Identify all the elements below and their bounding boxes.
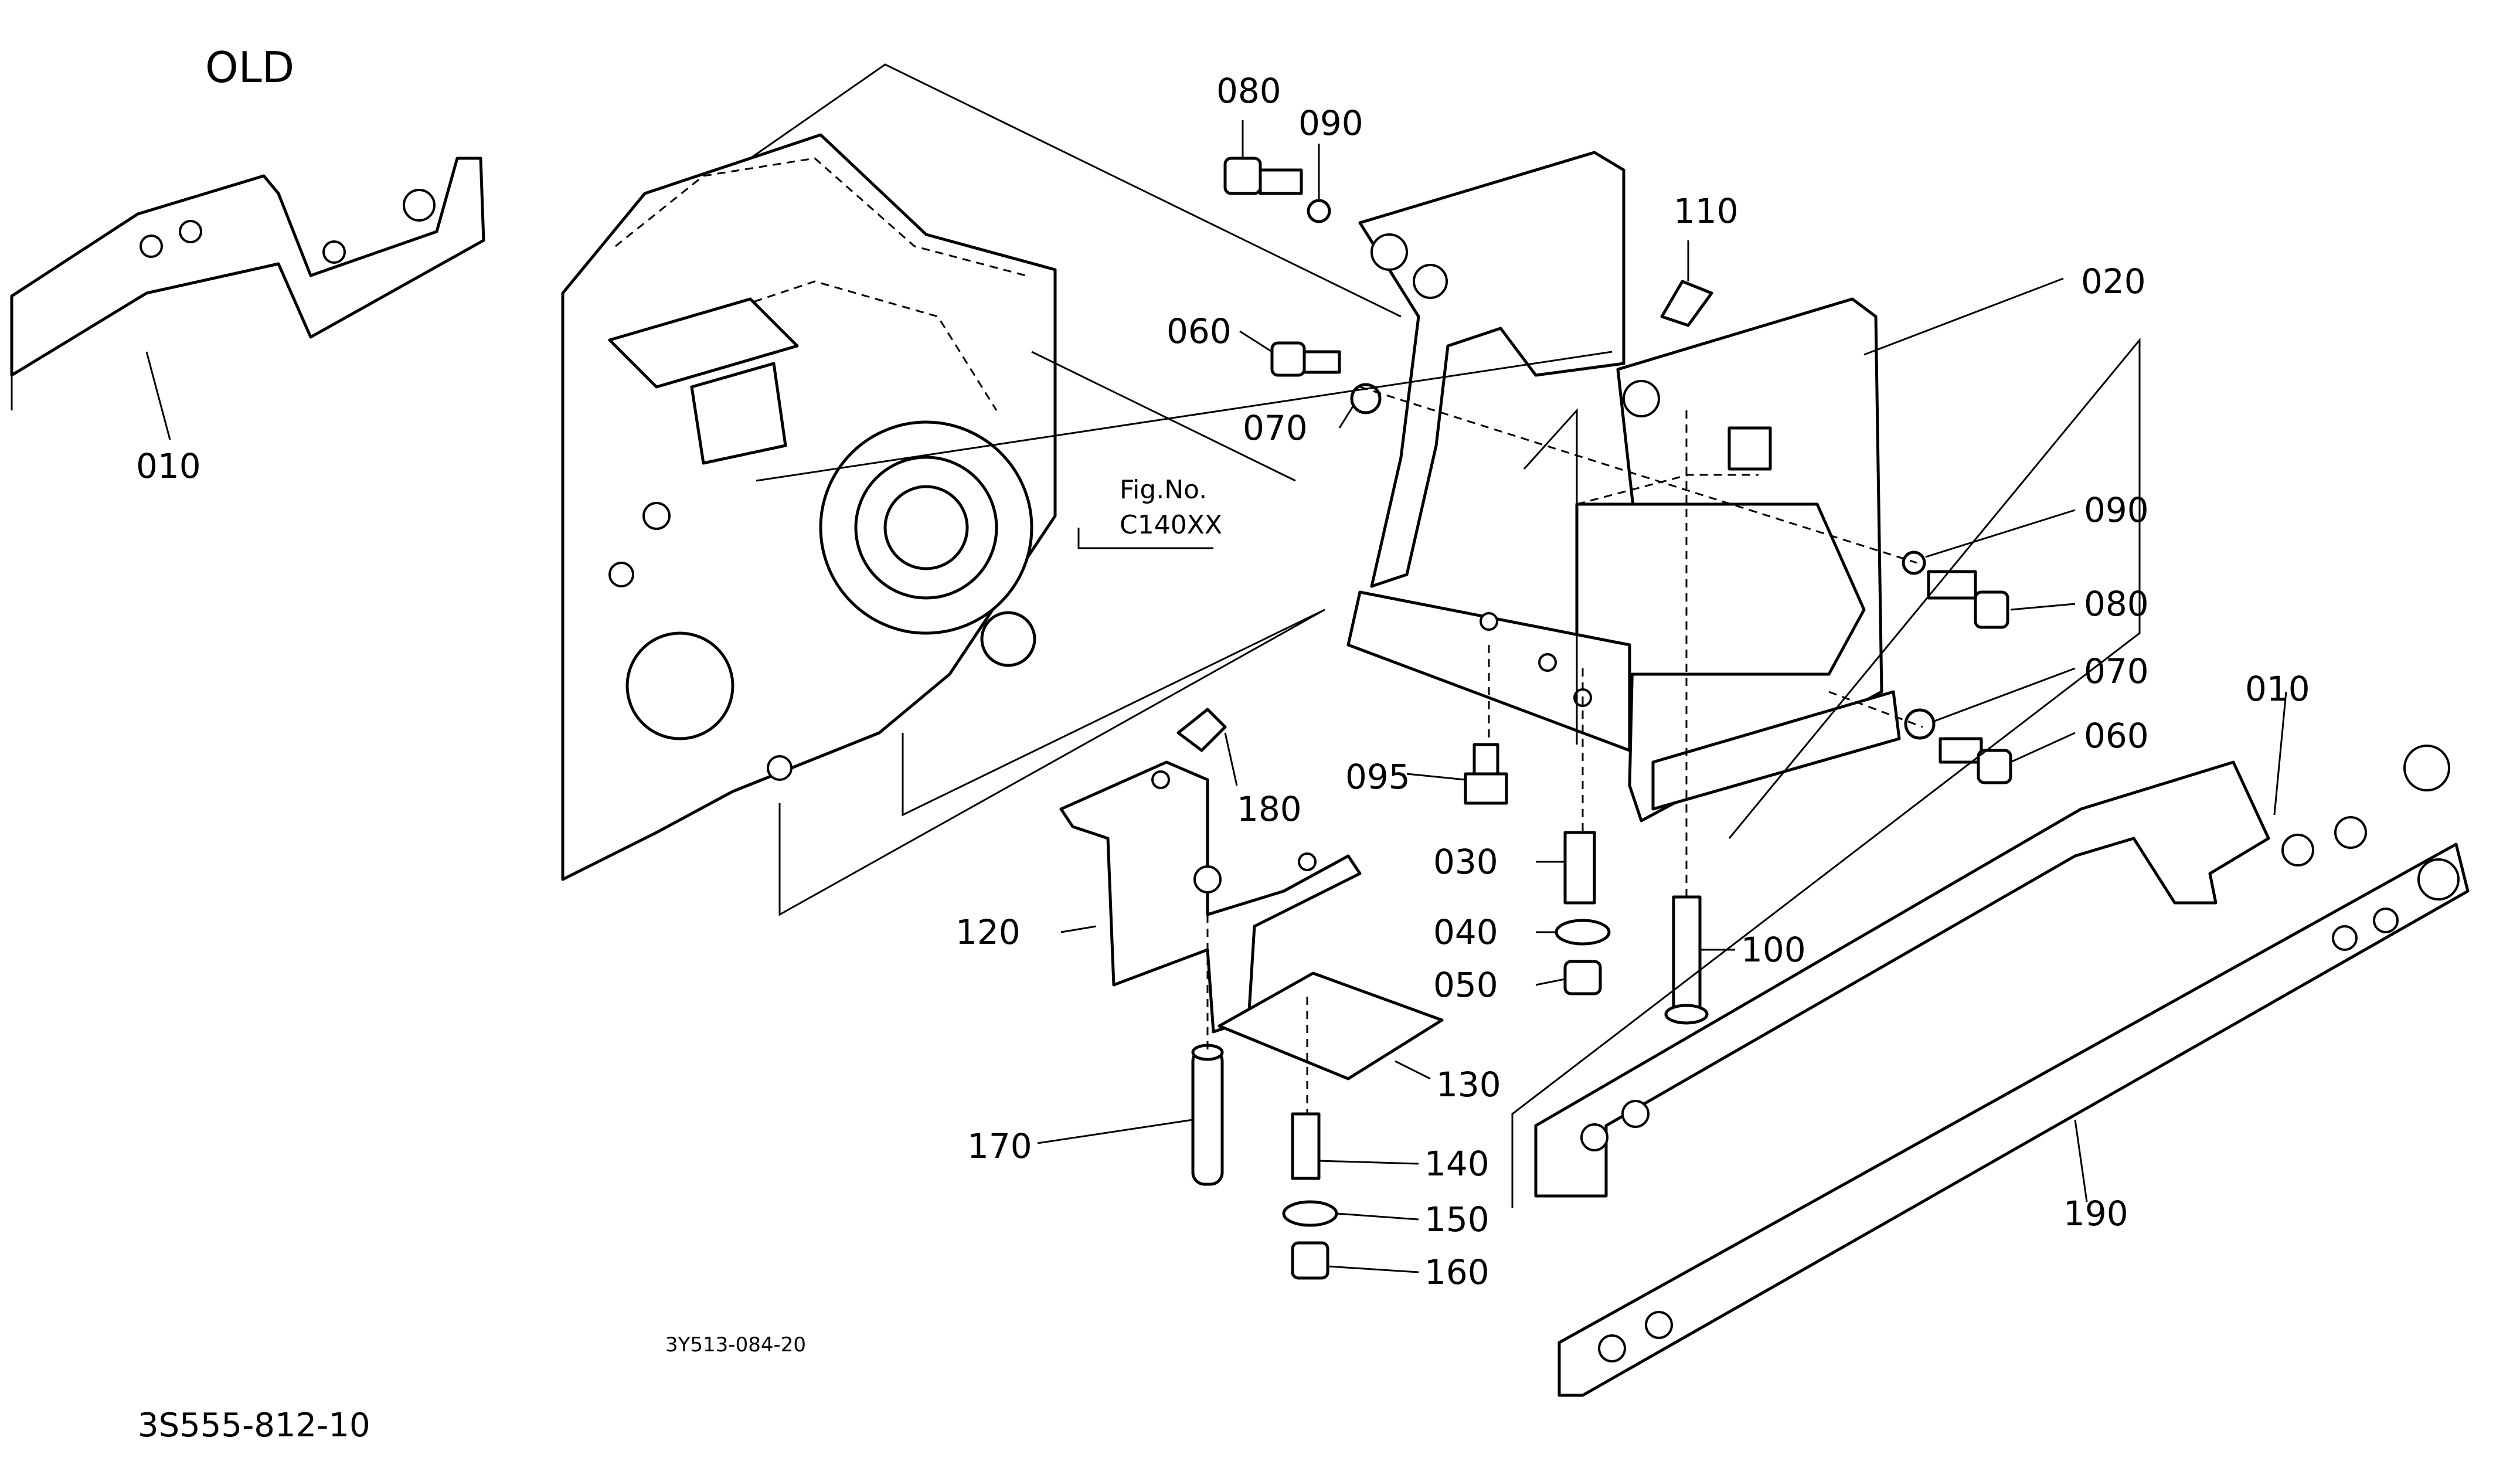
bolt-080-top	[1223, 157, 1303, 195]
callout-060-top: 060	[1167, 311, 1232, 351]
stud-030	[1563, 831, 1596, 905]
drawbar-190	[1557, 842, 2470, 1397]
callout-080-top: 080	[1216, 71, 1281, 111]
washer-150	[1282, 1200, 1338, 1227]
bracket-020	[1346, 151, 1901, 823]
bolt-080-right	[1927, 570, 2009, 629]
old-drawbar-010	[10, 157, 485, 410]
nut-050	[1563, 960, 1602, 995]
callout-080-right: 080	[2084, 584, 2149, 624]
washer-090-top	[1307, 199, 1331, 223]
nut-070-top	[1350, 383, 1382, 414]
bracket-120	[1059, 760, 1362, 1034]
pin-100	[1664, 895, 1709, 1025]
callout-070-top: 070	[1243, 408, 1308, 448]
clip-110	[1660, 280, 1713, 327]
clip-180	[1176, 708, 1227, 752]
callout-150: 150	[1424, 1199, 1489, 1239]
callout-050: 050	[1433, 965, 1498, 1005]
callout-160: 160	[1424, 1252, 1489, 1292]
transmission-housing	[561, 133, 1057, 881]
callout-140: 140	[1424, 1144, 1489, 1184]
bolt-060-right	[1939, 737, 2012, 784]
callout-170: 170	[967, 1126, 1032, 1166]
callout-130: 130	[1436, 1065, 1501, 1105]
callout-070-right: 070	[2084, 651, 2149, 691]
callout-190: 190	[2063, 1194, 2128, 1233]
callout-030: 030	[1433, 842, 1498, 882]
nut-070-right	[1904, 708, 1936, 740]
callout-020: 020	[2081, 261, 2146, 301]
callout-110: 110	[1674, 191, 1739, 231]
drawing-code-big: 3S555-812-10	[138, 1406, 370, 1445]
callout-100: 100	[1741, 930, 1806, 970]
callout-180: 180	[1237, 789, 1302, 829]
callout-090-right: 090	[2084, 490, 2149, 530]
bolt-095	[1464, 743, 1508, 805]
callout-095: 095	[1345, 757, 1410, 797]
washer-090-right	[1902, 550, 1926, 575]
plate-130	[1218, 971, 1444, 1080]
pin-170	[1191, 1044, 1224, 1186]
drawbar-010-right	[1534, 745, 2450, 1198]
callout-090-top: 090	[1298, 103, 1363, 143]
figure-ref-line1: Fig.No.	[1120, 475, 1207, 505]
bolt-060-top	[1270, 341, 1341, 377]
callout-040: 040	[1433, 912, 1498, 952]
callout-120: 120	[955, 912, 1021, 952]
figure-ref-line2: C140XX	[1120, 510, 1222, 540]
stud-140	[1291, 1112, 1321, 1180]
callout-060-right: 060	[2084, 716, 2149, 756]
callout-010-left: 010	[136, 446, 201, 486]
callout-010-right: 010	[2245, 669, 2310, 709]
assembly-lines	[750, 63, 2141, 1208]
washer-040	[1555, 919, 1611, 946]
nut-160	[1291, 1241, 1329, 1280]
drawing-code-small: 3Y513-084-20	[665, 1333, 806, 1357]
leader-lines	[145, 120, 2287, 1273]
title-old: OLD	[205, 43, 294, 92]
